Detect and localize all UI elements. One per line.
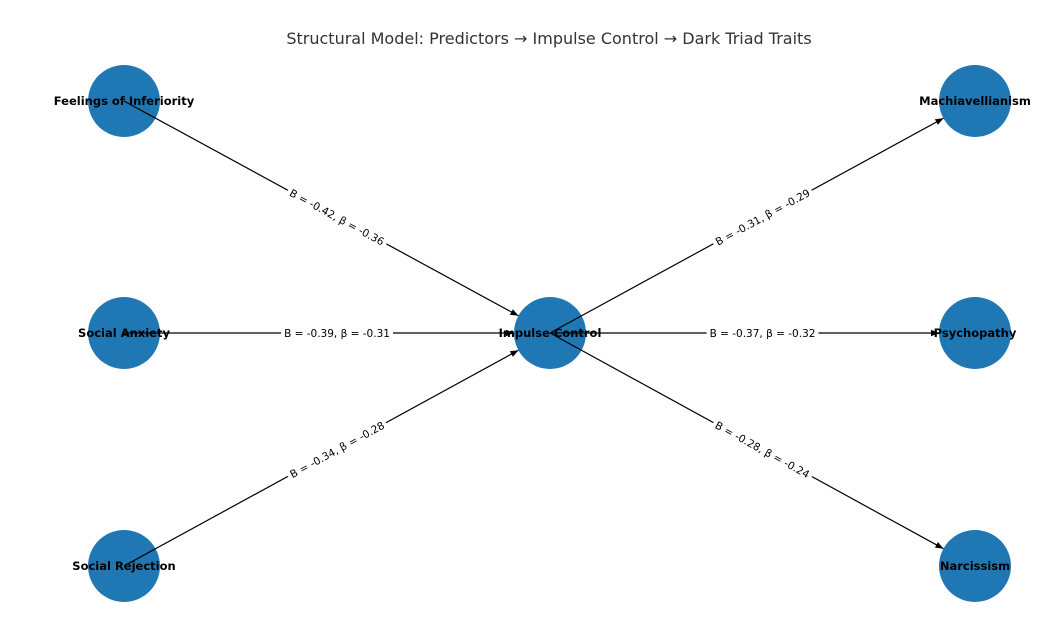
edge-label-background <box>706 327 819 341</box>
edge-label: B = -0.34, β = -0.28 <box>285 417 390 484</box>
edge-label-text: B = -0.37, β = -0.32 <box>710 328 816 340</box>
node-label: Machiavellianism <box>919 94 1031 108</box>
edge-label: B = -0.28, β = -0.24 <box>709 417 815 484</box>
node-label: Narcissism <box>940 559 1010 573</box>
edge-label-background <box>710 184 816 251</box>
node-circle <box>939 297 1011 369</box>
edge-label: B = -0.39, β = -0.31 <box>281 327 393 341</box>
edge-label-text: B = -0.39, β = -0.31 <box>284 328 390 340</box>
edge-label-text: B = -0.28, β = -0.24 <box>713 420 812 482</box>
edge-label-text: B = -0.42, β = -0.36 <box>287 187 386 248</box>
node-label: Feelings of Inferiority <box>54 94 195 108</box>
edge-label-background <box>284 184 390 251</box>
edge-label: B = -0.31, β = -0.29 <box>710 184 816 251</box>
node-label: Social Rejection <box>72 559 175 573</box>
edge-label-text: B = -0.31, β = -0.29 <box>714 187 813 248</box>
edge-label: B = -0.42, β = -0.36 <box>284 184 390 251</box>
node-label: Psychopathy <box>934 326 1017 340</box>
node-label: Social Anxiety <box>78 326 170 340</box>
edge-label: B = -0.37, β = -0.32 <box>706 327 819 341</box>
node-ps <box>939 297 1011 369</box>
edge-label-background <box>281 327 393 341</box>
edge-label-text: B = -0.34, β = -0.28 <box>288 420 387 481</box>
edge-label-background <box>709 417 815 484</box>
diagram-title: Structural Model: Predictors → Impulse C… <box>286 29 812 48</box>
node-circle <box>939 65 1011 137</box>
node-na <box>939 530 1011 602</box>
node-circle <box>939 530 1011 602</box>
node-label: Impulse Control <box>499 326 602 340</box>
node-ma <box>939 65 1011 137</box>
edge-label-background <box>285 417 390 484</box>
